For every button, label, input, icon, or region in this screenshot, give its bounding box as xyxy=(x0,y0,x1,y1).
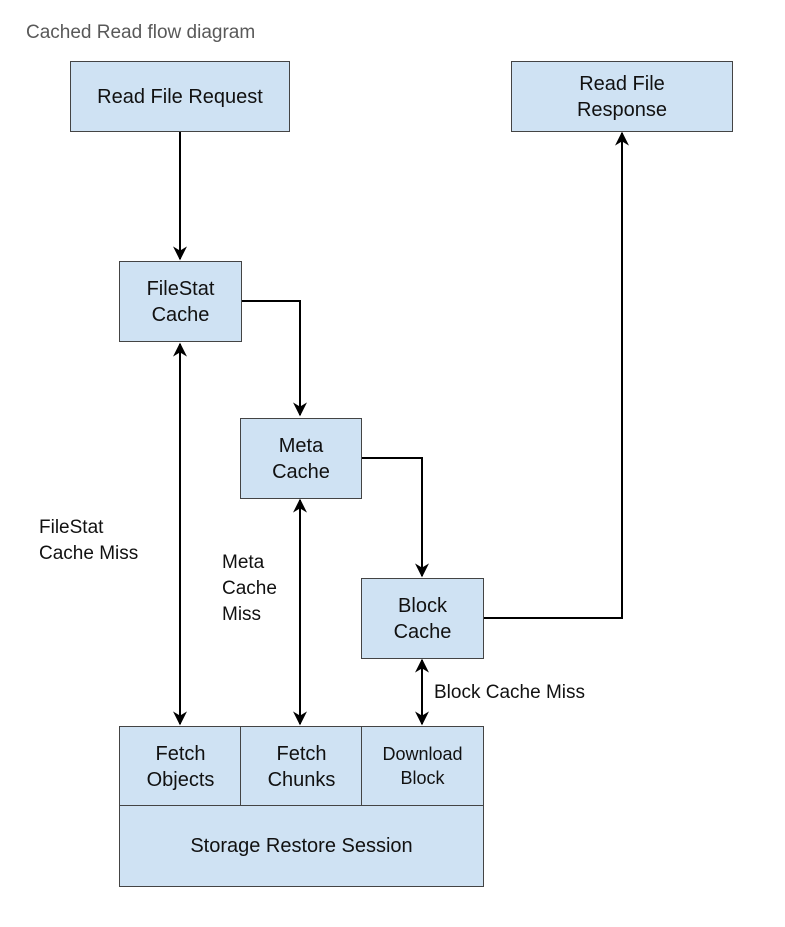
node-meta-cache: Meta Cache xyxy=(240,418,362,499)
edge-block-to-response xyxy=(483,131,629,619)
label-block-cache-miss: Block Cache Miss xyxy=(434,682,585,703)
node-read-file-response: Read File Response xyxy=(511,61,733,132)
node-fetch-objects: Fetch Objects xyxy=(119,726,242,807)
edge-meta-to-block xyxy=(361,457,429,578)
node-download-block: Download Block xyxy=(361,726,484,807)
label-meta-cache-miss: Meta Cache Miss xyxy=(222,552,277,626)
node-fetch-chunks: Fetch Chunks xyxy=(240,726,363,807)
diagram-title: Cached Read flow diagram xyxy=(26,22,256,43)
node-storage-restore-session: Storage Restore Session xyxy=(119,805,484,887)
node-block-cache: Block Cache xyxy=(361,578,484,659)
label-filestat-cache-miss: FileStat Cache Miss xyxy=(39,517,139,565)
node-filestat-cache: FileStat Cache xyxy=(119,261,242,342)
edge-filestat-to-meta xyxy=(241,300,307,417)
node-read-file-request: Read File Request xyxy=(70,61,290,132)
